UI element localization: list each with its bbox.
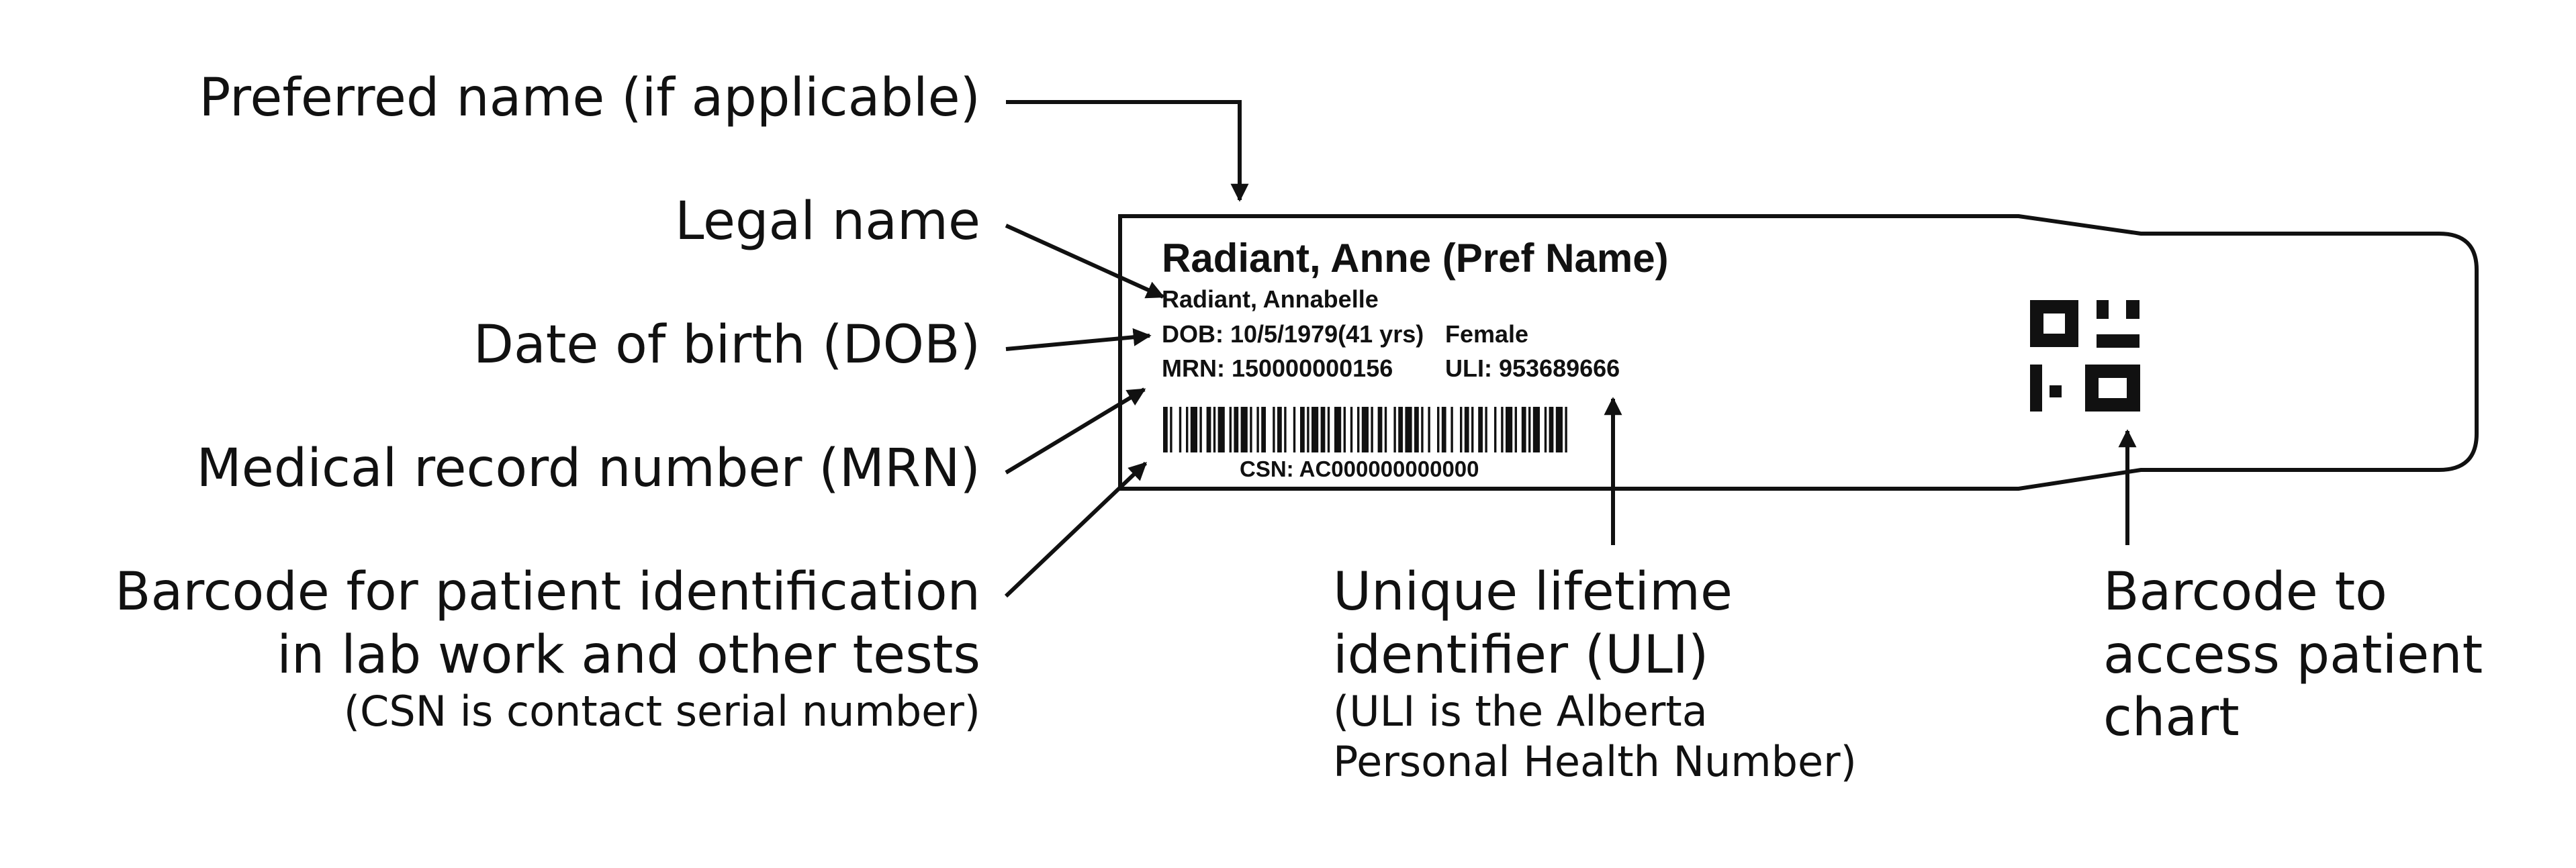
arrow-legal-name [1005, 224, 1165, 299]
barcode-bar [1428, 407, 1430, 452]
barcode-bar [1213, 407, 1216, 452]
callout-preferred-name: Preferred name (if applicable) [199, 68, 980, 128]
barcode-bar [1485, 407, 1487, 452]
label-dob: DOB: 10/5/1979(41 yrs) [1162, 320, 1424, 348]
barcode-bar [1293, 407, 1296, 452]
barcode-bar [1555, 407, 1563, 452]
callout-uli-note2: Personal Health Number) [1333, 736, 1857, 786]
barcode-bar [1217, 407, 1225, 452]
barcode-bar [1371, 407, 1373, 452]
callout-legal-name: Legal name [674, 191, 980, 252]
callout-chart-line3: chart [2103, 687, 2240, 749]
barcode-bar [1361, 407, 1369, 452]
barcode-bar [1377, 407, 1383, 452]
barcode-bar [1398, 407, 1403, 452]
arrow-dob [1005, 328, 1152, 351]
barcode-bar [1334, 407, 1342, 452]
barcode-bar [1414, 407, 1419, 452]
barcode-bar [1234, 407, 1239, 452]
label-csn: CSN: AC000000000000 [1240, 456, 1479, 481]
barcode-bar [1170, 407, 1172, 452]
barcode-bar [1327, 407, 1330, 452]
barcode-bar [1501, 407, 1504, 452]
callout-mrn: Medical record number (MRN) [196, 438, 981, 499]
wristband-outline [1118, 214, 2479, 491]
barcode-graphic [1163, 407, 1567, 452]
barcode-bar [1240, 407, 1248, 452]
arrow-barcode [1004, 461, 1148, 598]
barcode-bar [1307, 407, 1309, 452]
barcode-bar [1256, 407, 1259, 452]
barcode-bar [1300, 407, 1305, 452]
barcode-bar [1350, 407, 1353, 452]
barcode-bar [1451, 407, 1453, 452]
barcode-bar [1521, 407, 1526, 452]
barcode-bar [1471, 407, 1474, 452]
label-sex: Female [1445, 320, 1529, 348]
barcode-bar [1284, 407, 1287, 452]
barcode-bar [1312, 407, 1319, 452]
callout-chart-barcode: Barcode to access patient chart [2103, 561, 2483, 750]
callout-uli: Unique lifetime identifier (ULI) (ULI is… [1333, 561, 1857, 787]
barcode-bar [1273, 407, 1275, 452]
barcode-bar [1405, 407, 1412, 452]
barcode-bar [1506, 407, 1513, 452]
callout-chart-line1: Barcode to [2103, 562, 2387, 622]
label-legal-name: Radiant, Annabelle [1162, 285, 1379, 313]
label-uli: ULI: 953689666 [1445, 354, 1620, 382]
barcode-bar [1514, 407, 1517, 452]
callout-uli-line2: identifier (ULI) [1333, 624, 1709, 685]
barcode-bar [1528, 407, 1531, 452]
arrow-preferred-name [1006, 100, 1249, 202]
callout-barcode-line2: in lab work and other tests [277, 624, 980, 685]
barcode-bar [1277, 407, 1282, 452]
callout-dob: Date of birth (DOB) [473, 315, 980, 375]
callout-uli-note1: (ULI is the Alberta [1333, 687, 1708, 736]
barcode-bar [1393, 407, 1396, 452]
label-preferred-name: Radiant, Anne (Pref Name) [1162, 236, 1669, 281]
barcode-bar [1163, 407, 1168, 452]
barcode-bar [1544, 407, 1547, 452]
qr-code-icon [2030, 300, 2140, 412]
barcode-bar [1460, 407, 1463, 452]
barcode-bar [1494, 407, 1497, 452]
barcode-bar [1565, 407, 1567, 452]
barcode-bar [1464, 407, 1469, 452]
barcode-bar [1199, 407, 1202, 452]
label-mrn: MRN: 150000000156 [1162, 354, 1393, 382]
barcode-bar [1421, 407, 1424, 452]
callout-uli-line1: Unique lifetime [1333, 562, 1733, 622]
arrow-mrn [1005, 387, 1146, 475]
callout-barcode-note: (CSN is contact serial number) [343, 687, 980, 736]
callout-chart-line2: access patient [2103, 624, 2483, 685]
barcode-bar [1441, 407, 1446, 452]
barcode-bar [1320, 407, 1326, 452]
barcode-bar [1186, 407, 1189, 452]
barcode-bar [1229, 407, 1232, 452]
barcode-bar [1261, 407, 1266, 452]
callout-barcode-line1: Barcode for patient identification [114, 562, 980, 622]
barcode-bar [1549, 407, 1554, 452]
barcode-bar [1532, 407, 1540, 452]
callout-barcode: Barcode for patient identification in la… [115, 561, 980, 737]
barcode-bar [1190, 407, 1197, 452]
barcode-bar [1478, 407, 1483, 452]
barcode-bar [1384, 407, 1387, 452]
barcode-bar [1343, 407, 1346, 452]
barcode-bar [1250, 407, 1252, 452]
barcode-bar [1437, 407, 1440, 452]
barcode-bar [1179, 407, 1182, 452]
barcode-bar [1357, 407, 1360, 452]
barcode-bar [1206, 407, 1211, 452]
